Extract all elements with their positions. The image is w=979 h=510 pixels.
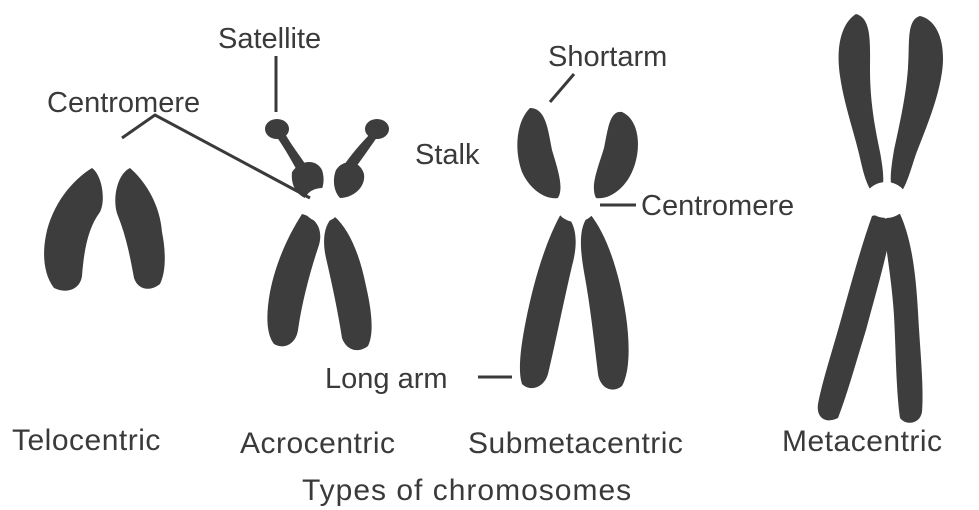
telocentric-label: Telocentric <box>12 424 161 457</box>
acrocentric-chromosome <box>265 119 389 350</box>
submetacentric-label: Submetacentric <box>468 427 683 460</box>
metacentric-upper-arm-right <box>891 16 943 196</box>
acrocentric-long-arm-right <box>324 216 372 350</box>
submetacentric-centromere <box>556 188 596 222</box>
centromere-label-left: Centromere <box>47 87 200 119</box>
telocentric-chromosome <box>44 143 165 291</box>
acrocentric-long-arm-left <box>267 214 320 346</box>
metacentric-centromere <box>865 182 907 218</box>
metacentric-upper-arm-left <box>839 14 884 196</box>
long-arm-label: Long arm <box>325 363 448 395</box>
short-arm-label: Shortarm <box>548 41 667 73</box>
submetacentric-chromosome <box>517 108 638 390</box>
acrocentric-centromere <box>303 188 341 222</box>
submetacentric-long-arm-left <box>520 212 576 388</box>
telocentric-left-arm <box>44 168 103 291</box>
metacentric-chromosome <box>818 14 943 423</box>
satellite-label: Satellite <box>218 23 321 55</box>
acrocentric-label: Acrocentric <box>240 427 396 460</box>
metacentric-lower-arm-left <box>818 215 891 420</box>
metacentric-lower-arm-right <box>884 213 923 423</box>
acrocentric-short-arm-right <box>334 162 364 198</box>
centromere-label-right: Centromere <box>641 190 794 222</box>
submetacentric-short-arm-right <box>594 112 638 198</box>
shortarm-leader-line <box>550 74 574 102</box>
diagram-caption: Types of chromosomes <box>302 474 632 507</box>
stalk-label: Stalk <box>415 139 480 171</box>
telocentric-right-arm <box>115 168 164 289</box>
submetacentric-short-arm-left <box>517 108 560 198</box>
metacentric-label: Metacentric <box>782 425 943 458</box>
telocentric-centromere <box>95 143 129 177</box>
submetacentric-long-arm-right <box>581 214 629 390</box>
